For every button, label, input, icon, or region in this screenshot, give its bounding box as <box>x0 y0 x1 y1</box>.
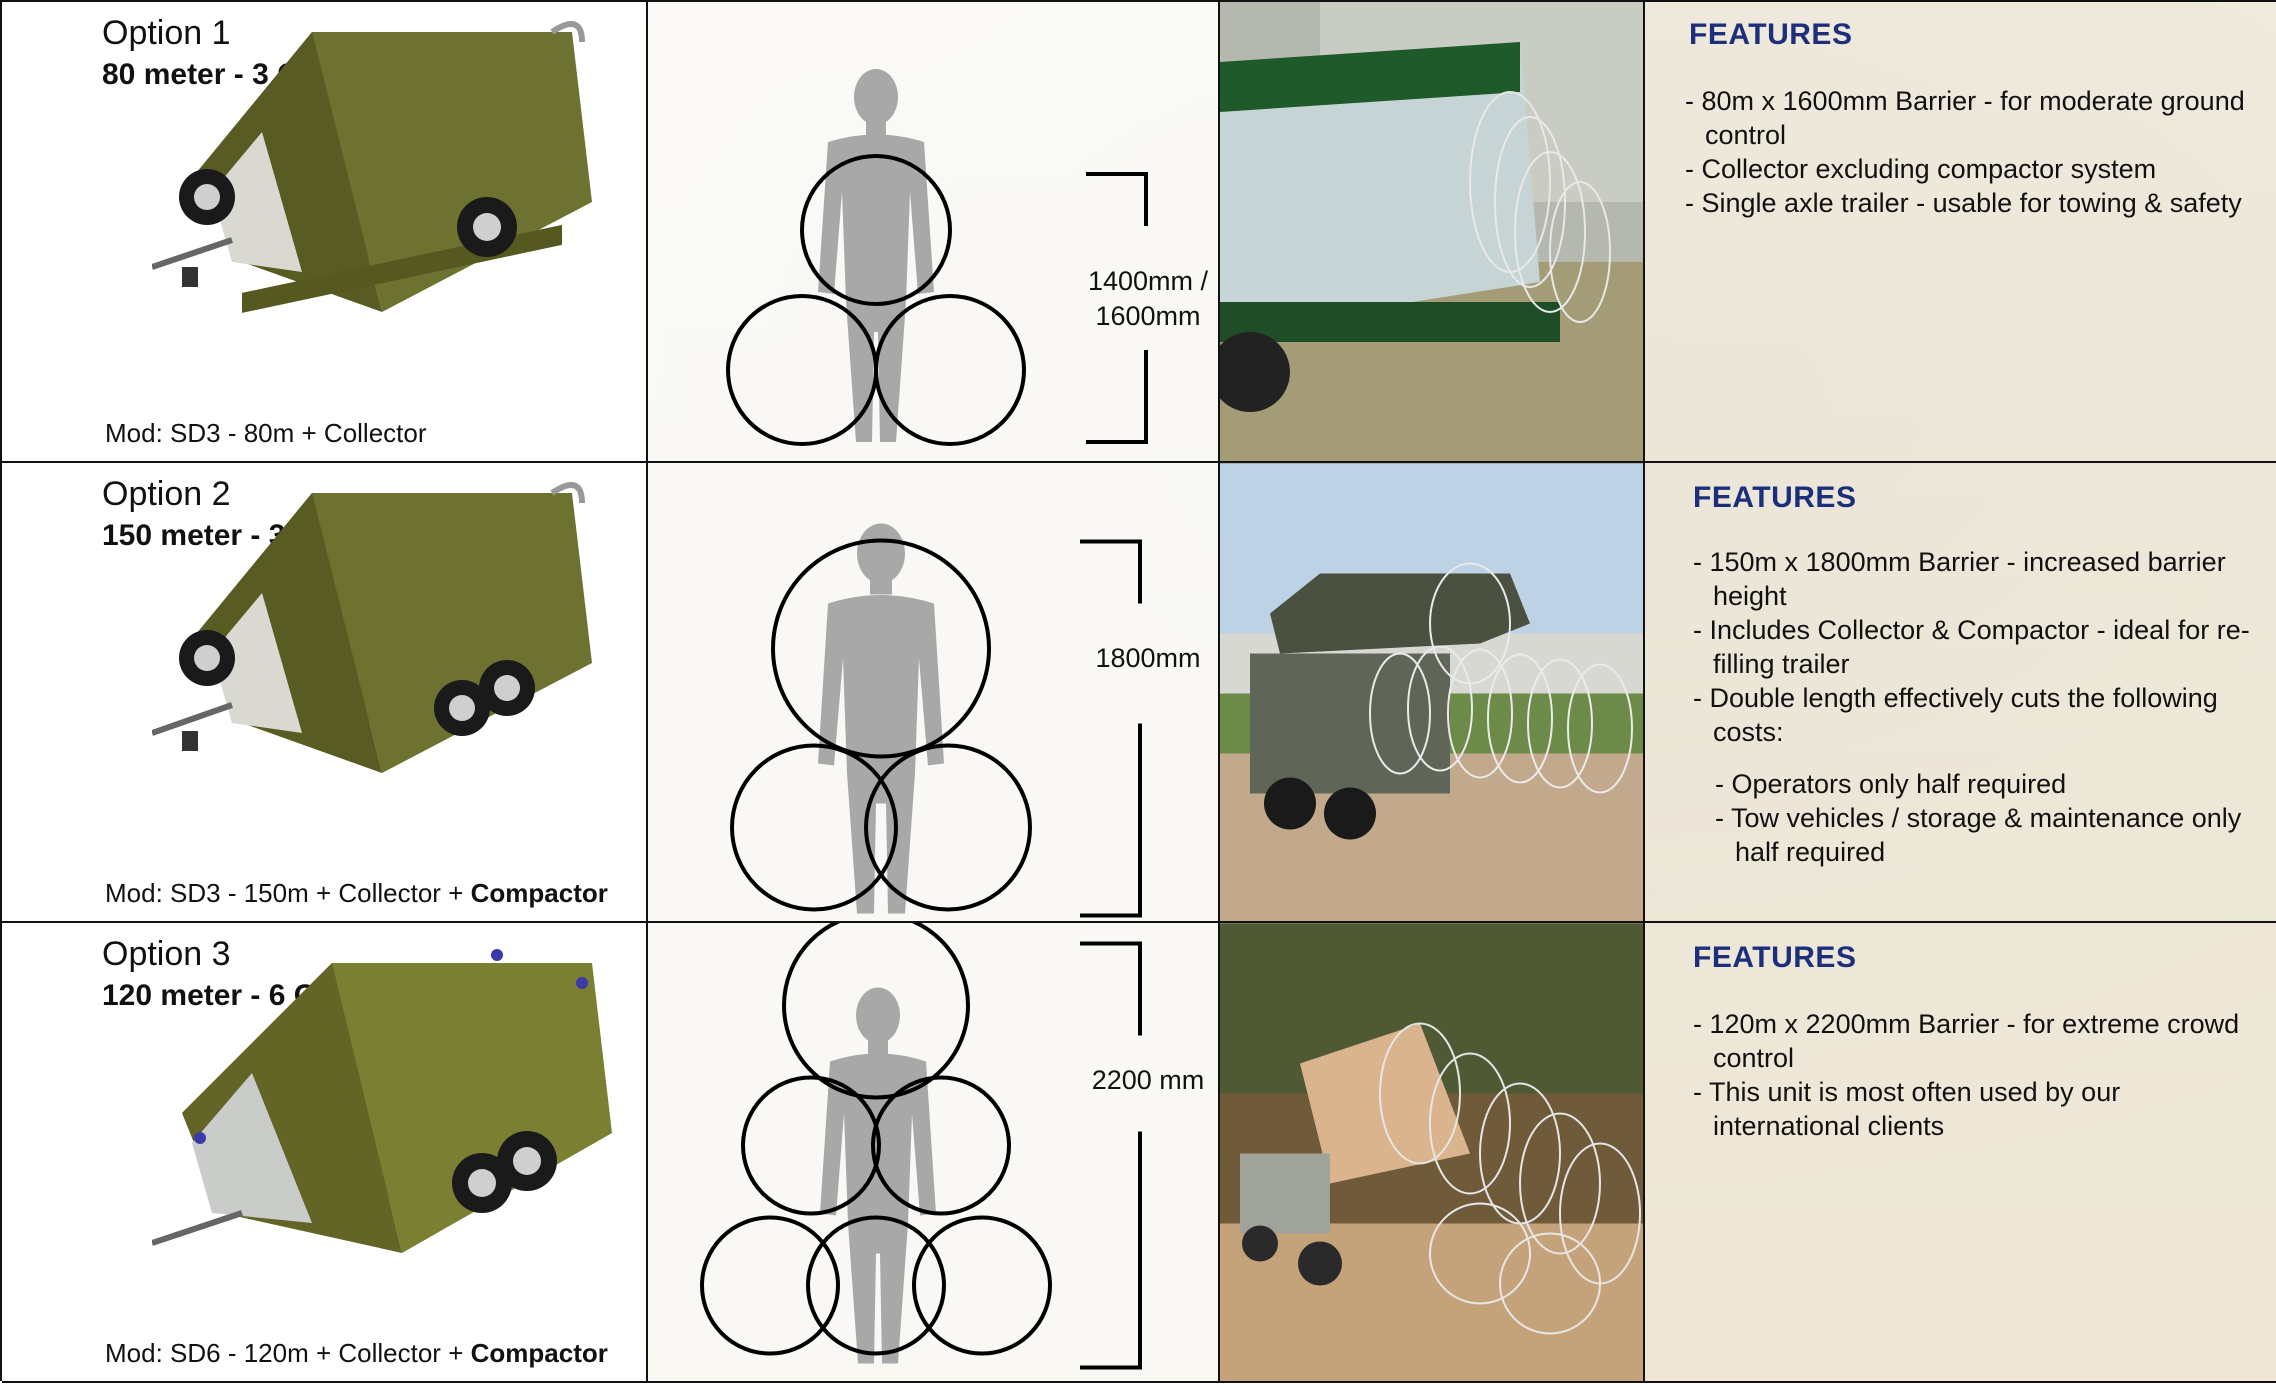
option-title: Option 2 <box>102 475 231 513</box>
option-3-coil-diagram-cell: 2200 mm <box>648 923 1220 1383</box>
trailer-model-single-axle-image <box>152 21 592 313</box>
option-1-photo-cell <box>1220 2 1645 463</box>
feature-sub-item: - Tow vehicles / storage & maintenance o… <box>1715 803 2242 867</box>
coil-circles <box>726 154 1026 446</box>
feature-item: - Collector excluding compactor system <box>1685 154 2157 184</box>
dimension-bracket <box>1086 172 1148 444</box>
human-silhouette-icon <box>818 69 934 442</box>
option-3-features-cell: FEATURES - 120m x 2200mm Barrier - for e… <box>1645 923 2276 1383</box>
dimension-bracket <box>1080 539 1142 918</box>
option-2-model-cell: Option 2 150 meter - 3 Coil Mod: SD3 - 1… <box>2 463 648 923</box>
option-1-features-cell: FEATURES - 80m x 1600mm Barrier - for mo… <box>1645 2 2276 463</box>
trailer-photo-option-2 <box>1220 463 1643 921</box>
coil-height-diagram <box>700 923 1142 1370</box>
option-2-photo-cell <box>1220 463 1645 923</box>
features-list: - 120m x 2200mm Barrier - for extreme cr… <box>1693 1007 2256 1143</box>
feature-item: - 120m x 2200mm Barrier - for extreme cr… <box>1693 1009 2240 1073</box>
option-1-coil-diagram-cell: 1400mm / 1600mm <box>648 2 1220 463</box>
feature-item: - This unit is most often used by our in… <box>1693 1077 2121 1141</box>
human-silhouette-icon <box>820 987 936 1364</box>
feature-item: - Double length effectively cuts the fol… <box>1693 683 2218 747</box>
option-3-photo-cell <box>1220 923 1645 1383</box>
dimension-label: 1400mm / 1600mm <box>1087 266 1209 331</box>
model-code: Mod: SD3 - 80m + Collector <box>105 418 427 448</box>
model-code: Mod: SD3 - 150m + Collector + Compactor <box>105 878 608 908</box>
features-list: - 80m x 1600mm Barrier - for moderate gr… <box>1685 84 2256 220</box>
option-2-coil-diagram-cell: 1800mm <box>648 463 1220 923</box>
human-silhouette-icon <box>818 523 944 914</box>
coil-circles <box>730 538 1032 912</box>
trailer-photo-option-3 <box>1220 923 1643 1381</box>
option-title: Option 3 <box>102 935 231 973</box>
option-3-model-cell: Option 3 120 meter - 6 Coil Mod: SD6 - 1… <box>2 923 648 1383</box>
features-heading: FEATURES <box>1689 18 1853 51</box>
coil-circles <box>700 923 1052 1356</box>
feature-item: - Single axle trailer - usable for towin… <box>1685 188 2242 218</box>
features-heading: FEATURES <box>1693 941 1857 974</box>
coil-height-diagram <box>730 523 1142 918</box>
feature-sub-item: - Operators only half required <box>1715 769 2067 799</box>
option-1-model-cell: Option 1 80 meter - 3 Coil Mod: SD3 - 80… <box>2 2 648 463</box>
trailer-photo-option-1 <box>1220 2 1643 461</box>
feature-item: - 150m x 1800mm Barrier - increased barr… <box>1693 547 2226 611</box>
feature-item: - 80m x 1600mm Barrier - for moderate gr… <box>1685 86 2245 150</box>
model-code: Mod: SD6 - 120m + Collector + Compactor <box>105 1338 608 1368</box>
trailer-model-six-coil-image <box>152 949 612 1253</box>
feature-item: - Includes Collector & Compactor - ideal… <box>1693 615 2250 679</box>
dimension-bracket <box>1080 941 1142 1370</box>
option-2-features-cell: FEATURES - 150m x 1800mm Barrier - incre… <box>1645 463 2276 923</box>
coil-height-diagram <box>726 69 1148 446</box>
features-list: - 150m x 1800mm Barrier - increased barr… <box>1693 545 2256 869</box>
features-heading: FEATURES <box>1693 481 1857 514</box>
dimension-label: 1800mm <box>1095 643 1201 673</box>
option-title: Option 1 <box>102 14 231 52</box>
dimension-label: 2200 mm <box>1091 1065 1205 1095</box>
trailer-model-double-axle-image <box>152 482 592 773</box>
